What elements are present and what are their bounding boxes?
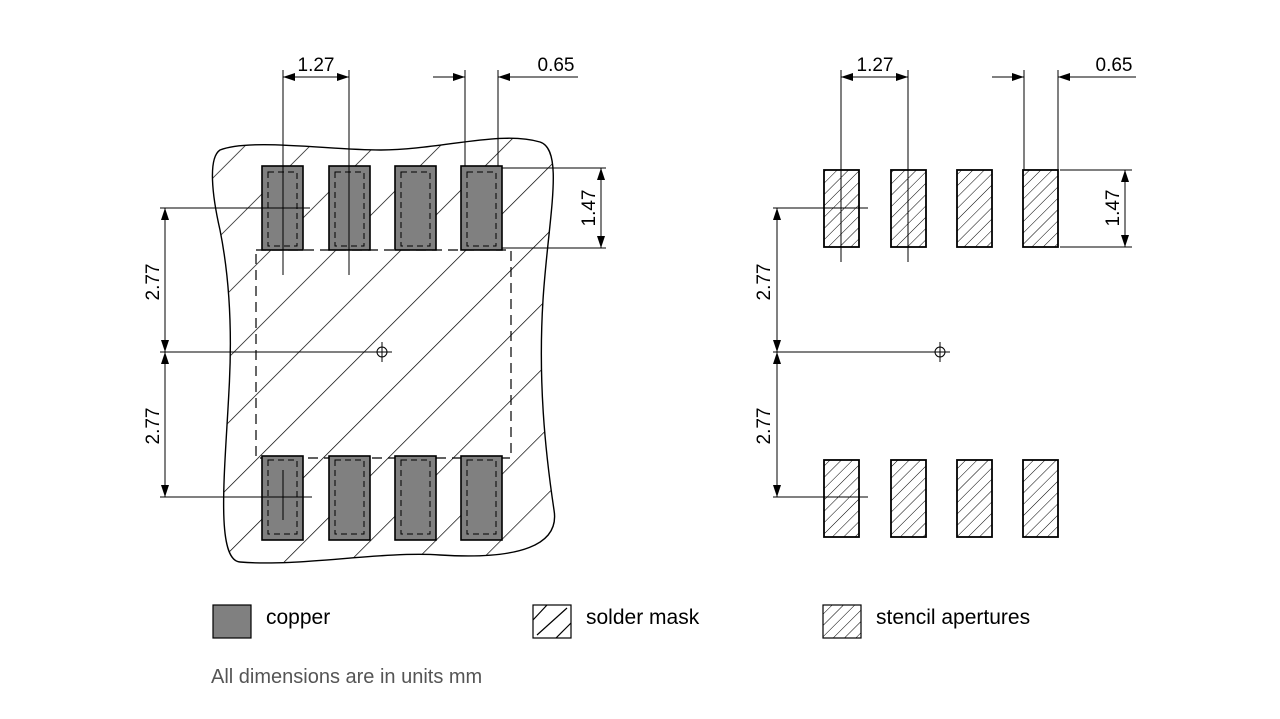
legend: copper solder mask stencil apertures xyxy=(212,604,1030,639)
copper-pad xyxy=(460,455,503,541)
dim-pad-width-right: 0.65 xyxy=(992,55,1136,81)
dim-pitch-label: 1.27 xyxy=(857,55,894,76)
dim-pad-width-left: 0.65 xyxy=(433,55,578,81)
extension-lines xyxy=(464,70,606,249)
left-view: 1.27 0.65 1.47 2.77 2.77 xyxy=(143,55,606,564)
legend-swatch-stencil xyxy=(822,604,862,639)
dim-pitch-label: 1.27 xyxy=(298,55,335,76)
centerlines-right xyxy=(773,70,934,498)
dim-lower-offset-label: 2.77 xyxy=(754,408,775,445)
dim-upper-offset-label: 2.77 xyxy=(754,264,775,301)
dim-pad-height-left: 1.47 xyxy=(579,168,605,248)
legend-label-stencil: stencil apertures xyxy=(876,606,1030,629)
dim-pad-width-label: 0.65 xyxy=(538,55,575,76)
copper-pad xyxy=(460,165,503,251)
stencil-aperture xyxy=(1022,169,1059,248)
legend-item-copper: copper xyxy=(212,604,330,639)
dim-pad-height-label: 1.47 xyxy=(1103,190,1124,227)
stencil-aperture xyxy=(823,459,860,538)
dim-pad-width-label: 0.65 xyxy=(1096,55,1133,76)
stencil-apertures-bottom xyxy=(823,459,1059,538)
right-view: 1.27 0.65 1.47 2.77 2.77 xyxy=(754,55,1136,538)
copper-pad xyxy=(328,455,371,541)
legend-label-solder-mask: solder mask xyxy=(586,606,700,629)
dim-upper-offset-right: 2.77 xyxy=(754,208,781,352)
dim-pitch-left: 1.27 xyxy=(283,55,349,81)
stencil-aperture xyxy=(956,459,993,538)
dim-pad-height-label: 1.47 xyxy=(579,190,600,227)
dim-pad-height-right: 1.47 xyxy=(1103,170,1129,247)
centerlines xyxy=(160,70,376,520)
copper-pad xyxy=(394,455,437,541)
stencil-aperture xyxy=(1022,459,1059,538)
extension-lines-right xyxy=(1023,70,1132,248)
dim-lower-offset-left: 2.77 xyxy=(143,352,169,497)
dim-upper-offset-left: 2.77 xyxy=(143,208,169,352)
stencil-aperture xyxy=(890,459,927,538)
package-body-outline xyxy=(255,249,512,459)
copper-pad xyxy=(394,165,437,251)
legend-swatch-copper xyxy=(212,604,252,639)
legend-label-copper: copper xyxy=(266,606,330,629)
dim-pitch-right: 1.27 xyxy=(841,55,908,81)
center-mark xyxy=(372,342,392,362)
units-note: All dimensions are in units mm xyxy=(211,666,482,688)
dim-upper-offset-label: 2.77 xyxy=(143,264,164,301)
dim-lower-offset-label: 2.77 xyxy=(143,408,164,445)
dim-lower-offset-right: 2.77 xyxy=(754,352,781,497)
stencil-aperture xyxy=(956,169,993,248)
legend-item-solder-mask: solder mask xyxy=(532,604,700,639)
legend-item-stencil: stencil apertures xyxy=(822,604,1030,639)
center-mark-right xyxy=(930,342,950,362)
